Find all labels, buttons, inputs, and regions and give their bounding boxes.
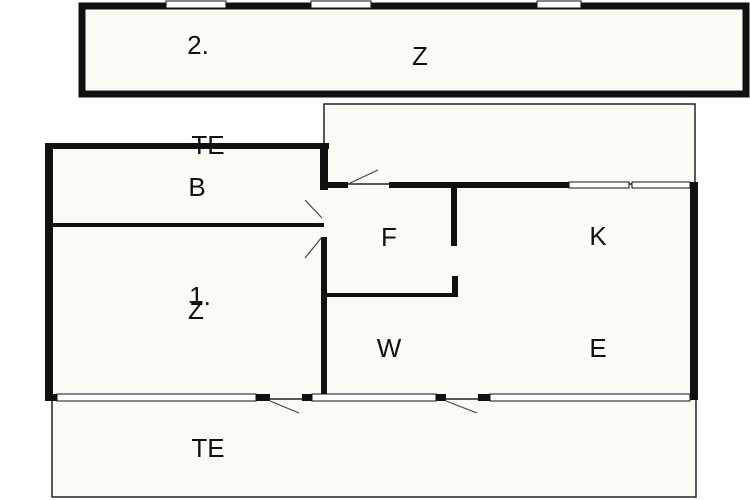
wall-f-k-lower bbox=[452, 276, 458, 297]
wall-bottom-c bbox=[302, 394, 312, 401]
wall-b-z bbox=[53, 223, 324, 227]
door-bath bbox=[304, 199, 323, 219]
wall-top-right-a bbox=[320, 182, 348, 188]
wall-mid-upper bbox=[320, 143, 328, 190]
wall-right bbox=[690, 182, 698, 400]
living-label: E bbox=[589, 333, 607, 363]
wall-bottom-d bbox=[436, 394, 446, 401]
door-wc-terrace bbox=[445, 400, 478, 414]
window-bottom-2 bbox=[311, 393, 437, 402]
interior-right bbox=[325, 185, 695, 396]
upper-room-label: Z bbox=[412, 41, 428, 71]
terrace-top bbox=[323, 103, 696, 185]
terrace-top-label: TE bbox=[191, 130, 225, 160]
bedroom-label: Z bbox=[188, 295, 204, 325]
upper-floor-room bbox=[78, 2, 750, 98]
wall-f-w bbox=[327, 293, 458, 297]
interior-left bbox=[49, 146, 325, 396]
door-bedroom-terrace bbox=[269, 400, 300, 414]
lower-floor bbox=[45, 103, 698, 498]
window-bottom-1 bbox=[56, 393, 257, 402]
wall-top-left bbox=[45, 143, 329, 149]
door-bedroom bbox=[304, 236, 323, 259]
wall-bottom-e bbox=[478, 394, 490, 401]
upper-window-3 bbox=[536, 0, 582, 9]
wc-label: W bbox=[376, 333, 402, 363]
upper-floor bbox=[78, 0, 750, 98]
upper-window-2 bbox=[310, 0, 372, 9]
wall-bottom-a bbox=[45, 394, 57, 401]
wall-mid-lower bbox=[321, 237, 327, 397]
walls bbox=[45, 143, 698, 401]
hall-label: F bbox=[381, 222, 397, 252]
terrace-bottom bbox=[51, 398, 697, 498]
doors bbox=[269, 169, 478, 414]
upper-window-1 bbox=[165, 0, 227, 9]
windows bbox=[56, 181, 691, 402]
wall-f-k-upper bbox=[451, 188, 457, 246]
window-bottom-3 bbox=[489, 393, 691, 402]
wall-top-right-b bbox=[389, 182, 569, 188]
bath-label: B bbox=[188, 172, 206, 202]
upper-floor-number: 2. bbox=[187, 30, 209, 60]
wall-bottom-b bbox=[256, 394, 270, 401]
bedroom-floor-number: 1. bbox=[189, 281, 211, 311]
wall-left bbox=[45, 143, 53, 401]
kitchen-label: K bbox=[589, 221, 607, 251]
window-kitchen-1 bbox=[568, 181, 630, 189]
window-kitchen-2 bbox=[631, 181, 691, 189]
terrace-bottom-label: TE bbox=[191, 433, 225, 463]
door-hall-top bbox=[347, 169, 379, 185]
